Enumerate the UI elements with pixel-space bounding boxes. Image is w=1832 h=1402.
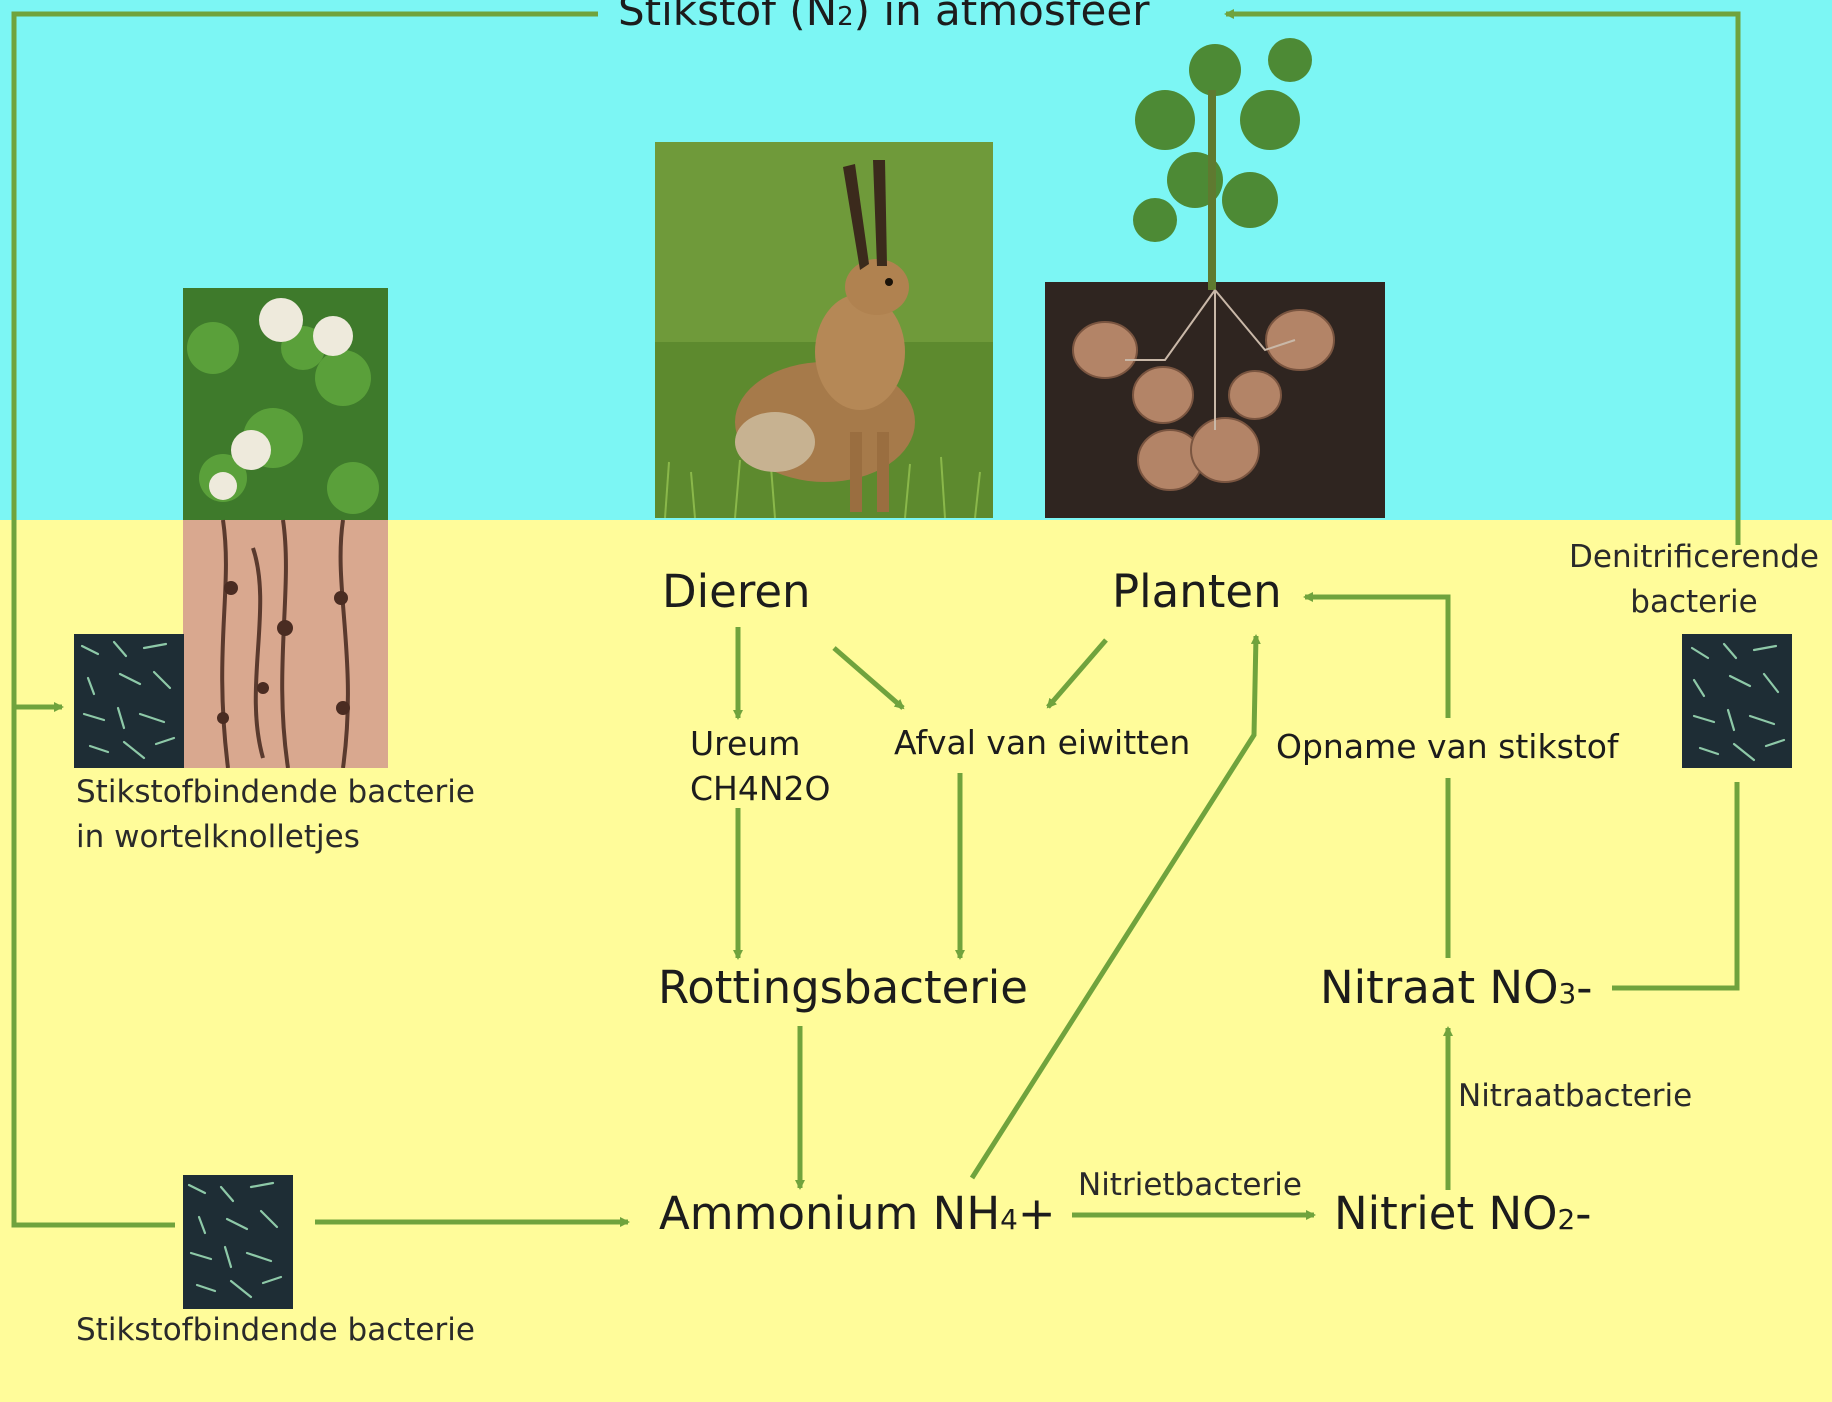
node-planten: Planten bbox=[1112, 565, 1282, 618]
arrow-planten-to-afval bbox=[1048, 640, 1106, 707]
ureum-line2: CH4N2O bbox=[690, 766, 831, 811]
label-nitraatbacterie: Nitraatbacterie bbox=[1458, 1078, 1692, 1114]
label-denitrificerende-bacterie: Denitrificerende bacterie bbox=[1560, 535, 1828, 625]
node-nitraat: Nitraat NO3- bbox=[1320, 961, 1593, 1014]
denitrificerende-line1: Denitrificerende bbox=[1560, 535, 1828, 580]
label-nitrietbacterie: Nitrietbacterie bbox=[1078, 1167, 1302, 1203]
node-afval-van-eiwitten: Afval van eiwitten bbox=[894, 723, 1190, 762]
arrow-denitrification-to-atmosphere bbox=[1612, 782, 1737, 988]
stikstofbindende-wortel-line2: in wortelknolletjes bbox=[76, 815, 475, 860]
node-rottingsbacterie: Rottingsbacterie bbox=[658, 961, 1028, 1014]
node-ureum: Ureum CH4N2O bbox=[690, 721, 831, 811]
label-opname-van-stikstof: Opname van stikstof bbox=[1276, 727, 1619, 766]
stikstofbindende-wortel-line1: Stikstofbindende bacterie bbox=[76, 770, 475, 815]
ureum-line1: Ureum bbox=[690, 721, 831, 766]
arrow-dieren-to-afval bbox=[834, 648, 903, 708]
label-stikstofbindende-bacterie: Stikstofbindende bacterie bbox=[76, 1312, 475, 1348]
atmosphere-title: Stikstof (N2) in atmosfeer bbox=[618, 0, 1149, 35]
node-nitriet: Nitriet NO2- bbox=[1334, 1187, 1592, 1240]
label-stikstofbindende-bacterie-wortel: Stikstofbindende bacterie in wortelknoll… bbox=[76, 770, 475, 860]
arrow-atmosphere-to-fixation bbox=[14, 14, 598, 1225]
node-dieren: Dieren bbox=[662, 565, 811, 618]
arrow-ammonium-to-planten bbox=[972, 636, 1256, 1178]
arrow-opname-to-planten bbox=[1305, 597, 1448, 718]
arrow-denitrifying-bacteria-to-atmosphere bbox=[1226, 14, 1738, 545]
node-ammonium: Ammonium NH4+ bbox=[659, 1187, 1056, 1240]
denitrificerende-line2: bacterie bbox=[1560, 580, 1828, 625]
